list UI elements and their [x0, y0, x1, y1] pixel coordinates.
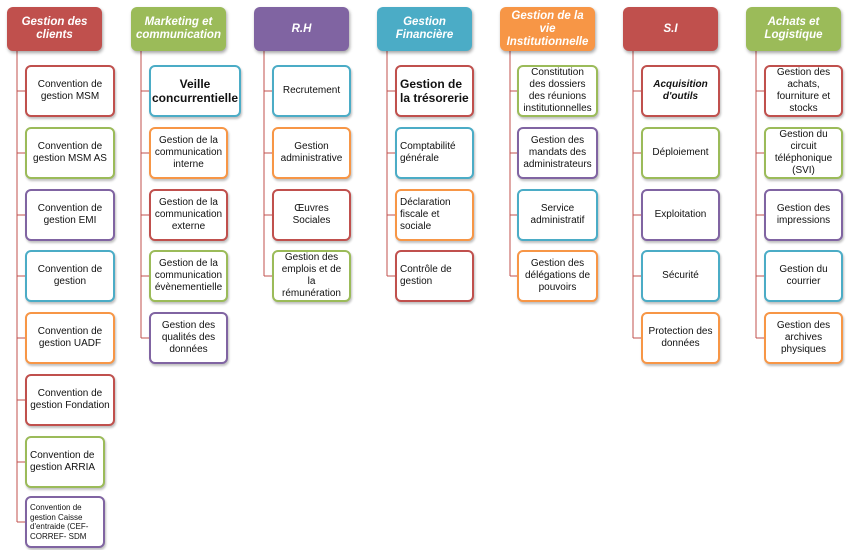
node-delegations-pouvoirs: Gestion des délégations de pouvoirs: [517, 250, 598, 302]
header-achats-logistique: Achats et Logistique: [746, 7, 841, 51]
node-convention-uadf: Convention de gestion UADF: [25, 312, 115, 364]
node-comptabilite-generale: Comptabilité générale: [395, 127, 474, 179]
node-archives-physiques: Gestion des archives physiques: [764, 312, 843, 364]
node-oeuvres-sociales: Œuvres Sociales: [272, 189, 351, 241]
node-securite: Sécurité: [641, 250, 720, 302]
node-gestion-impressions: Gestion des impressions: [764, 189, 843, 241]
node-deploiement: Déploiement: [641, 127, 720, 179]
header-gestion-des-clients: Gestion des clients: [7, 7, 102, 51]
node-convention-fondation: Convention de gestion Fondation: [25, 374, 115, 426]
node-convention-caisse-entraide: Convention de gestion Caisse d'entraide …: [25, 496, 105, 548]
node-communication-externe: Gestion de la communication externe: [149, 189, 228, 241]
node-gestion-tresorerie: Gestion de la trésorerie: [395, 65, 474, 117]
node-dossiers-reunions: Constitution des dossiers des réunions i…: [517, 65, 598, 117]
node-communication-evenementielle: Gestion de la communication évènementiel…: [149, 250, 228, 302]
header-gestion-financiere: Gestion Financière: [377, 7, 472, 51]
node-communication-interne: Gestion de la communication interne: [149, 127, 228, 179]
header-rh: R.H: [254, 7, 349, 51]
node-exploitation: Exploitation: [641, 189, 720, 241]
node-veille-concurrentielle: Veille concurrentielle: [149, 65, 241, 117]
header-si: S.I: [623, 7, 718, 51]
node-mandats-administrateurs: Gestion des mandats des administrateurs: [517, 127, 598, 179]
header-marketing-communication: Marketing et communication: [131, 7, 226, 51]
node-declaration-fiscale: Déclaration fiscale et sociale: [395, 189, 474, 241]
node-convention-emi: Convention de gestion EMI: [25, 189, 115, 241]
node-acquisition-outils: Acquisition d'outils: [641, 65, 720, 117]
node-controle-gestion: Contrôle de gestion: [395, 250, 474, 302]
node-service-administratif: Service administratif: [517, 189, 598, 241]
node-convention-msm: Convention de gestion MSM: [25, 65, 115, 117]
node-gestion-administrative: Gestion administrative: [272, 127, 351, 179]
node-convention-gestion: Convention de gestion: [25, 250, 115, 302]
node-gestion-achats: Gestion des achats, fourniture et stocks: [764, 65, 843, 117]
node-emplois-remuneration: Gestion des emplois et de la rémunératio…: [272, 250, 351, 302]
node-circuit-telephonique: Gestion du circuit téléphonique (SVI): [764, 127, 843, 179]
node-protection-donnees: Protection des données: [641, 312, 720, 364]
node-qualites-donnees: Gestion des qualités des données: [149, 312, 228, 364]
node-recrutement: Recrutement: [272, 65, 351, 117]
node-convention-arria: Convention de gestion ARRIA: [25, 436, 105, 488]
header-vie-institutionnelle: Gestion de la vie Institutionnelle: [500, 7, 595, 51]
node-gestion-courrier: Gestion du courrier: [764, 250, 843, 302]
node-convention-msm-as: Convention de gestion MSM AS: [25, 127, 115, 179]
